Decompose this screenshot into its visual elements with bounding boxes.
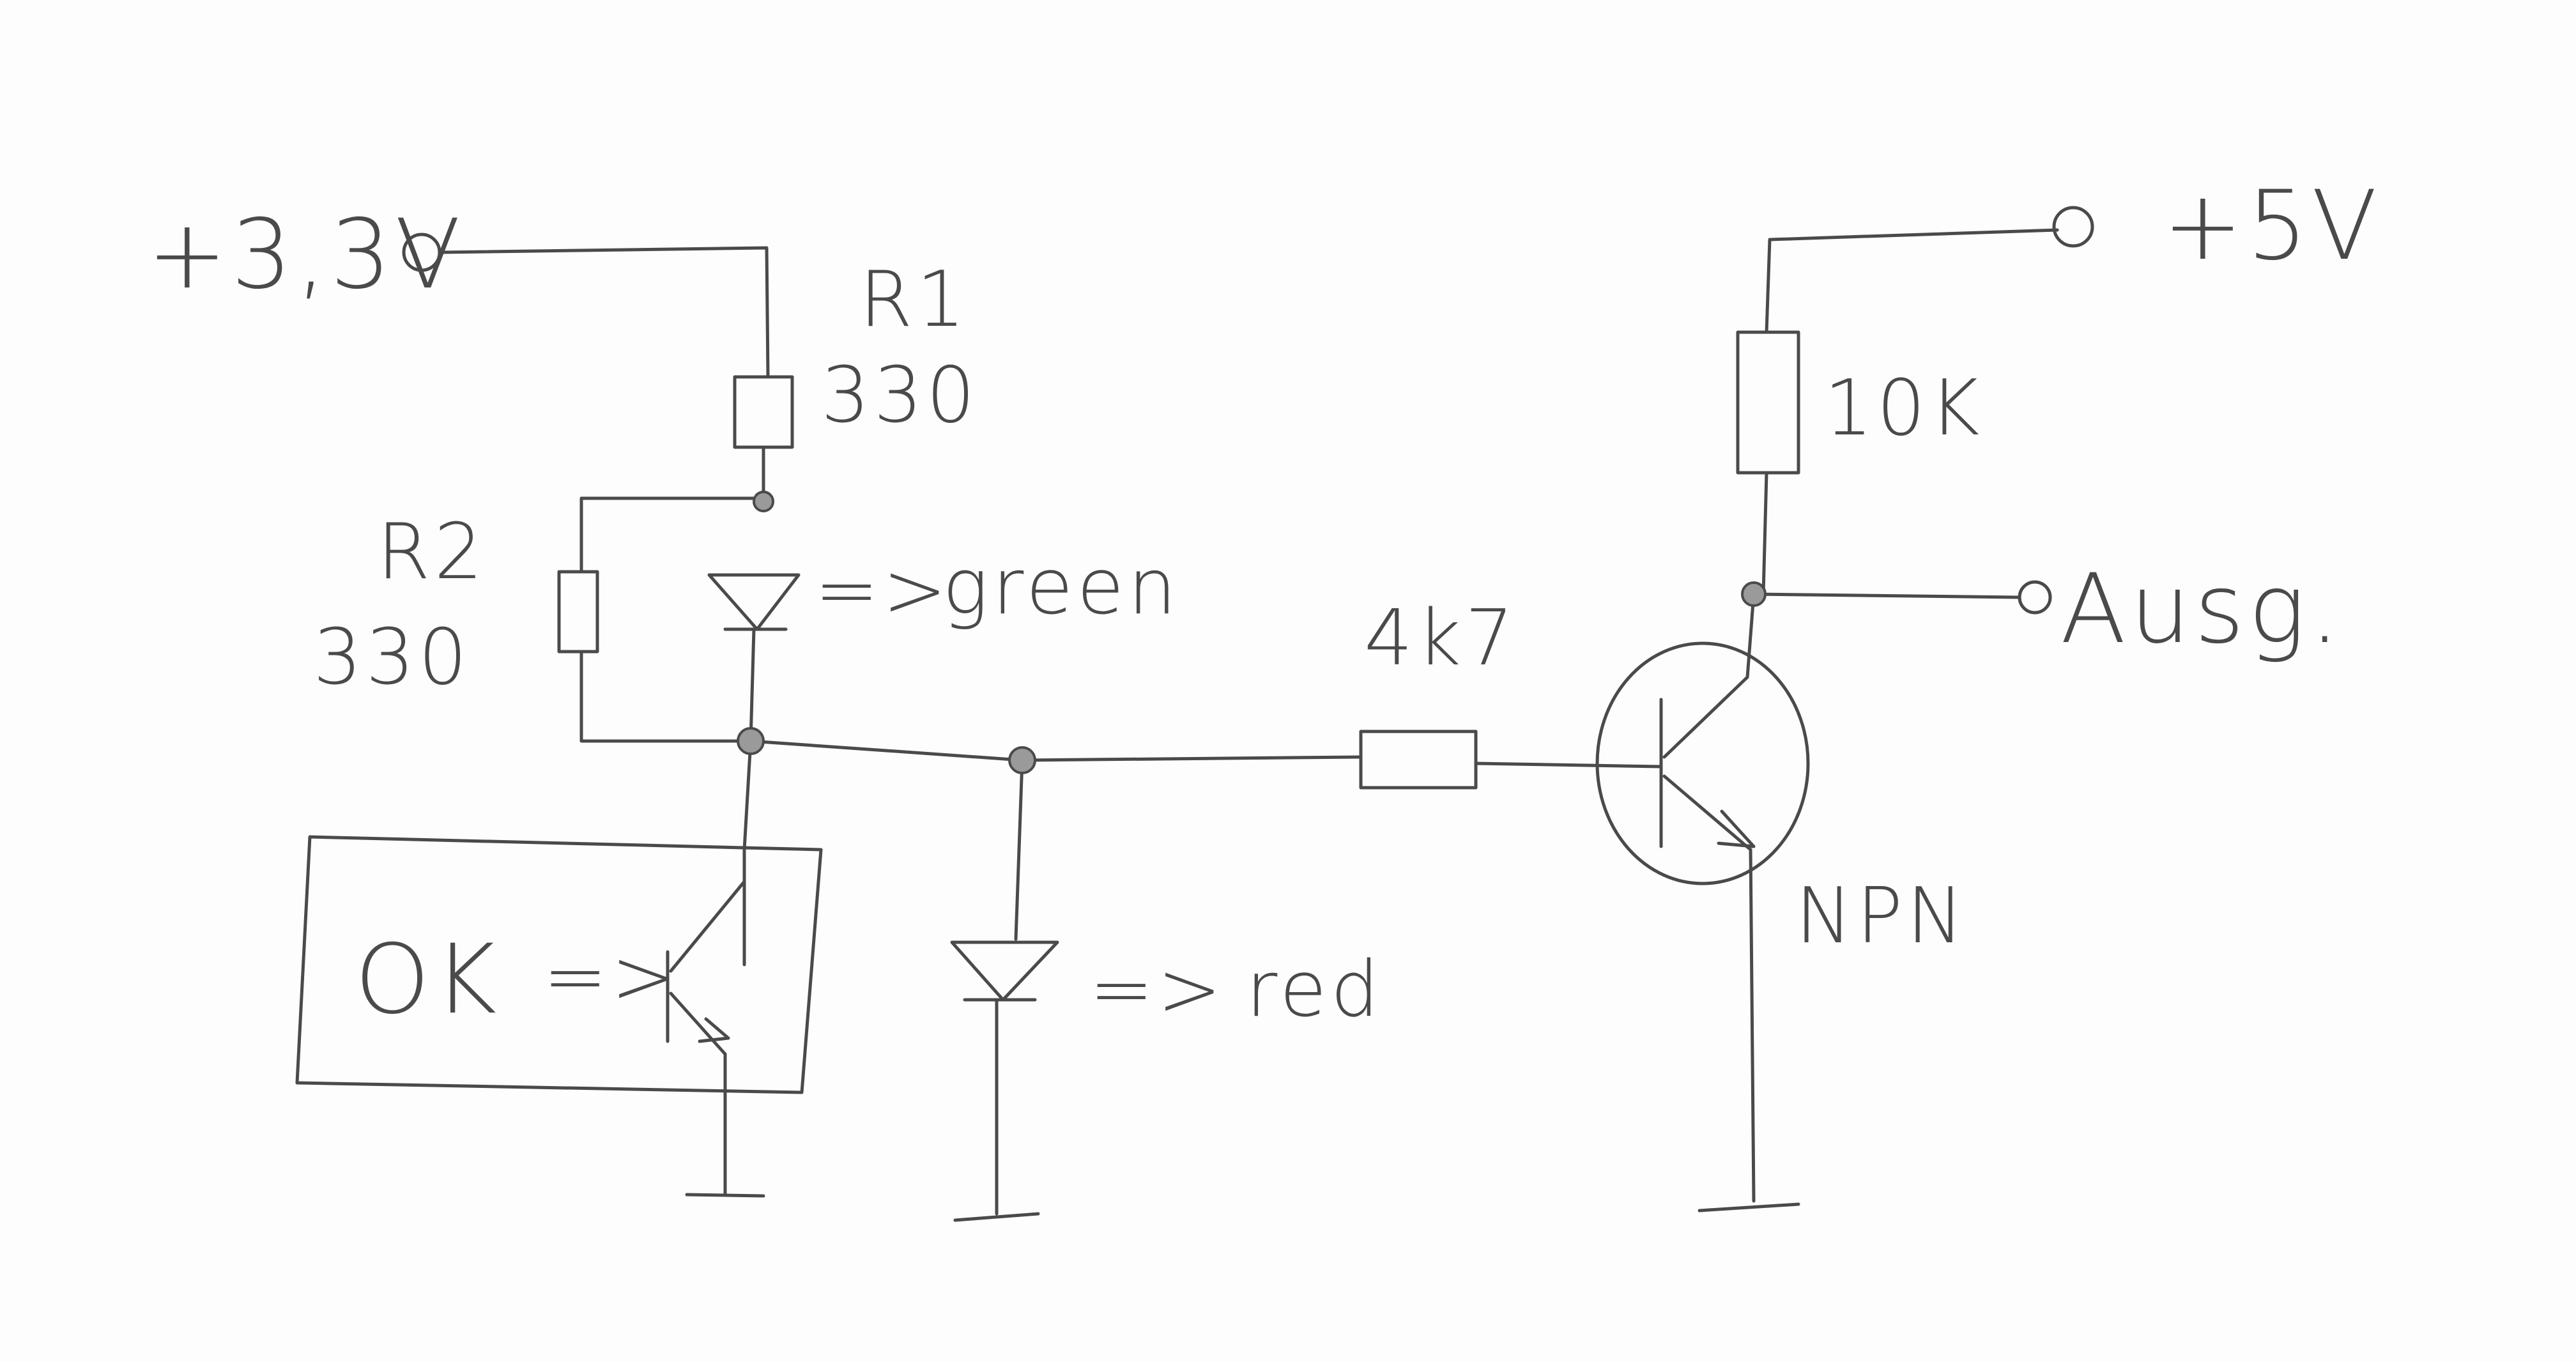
label-r1-name: R1 xyxy=(859,256,969,344)
label-ok: OK xyxy=(355,924,500,1036)
ground-symbol-left xyxy=(685,1193,765,1198)
ok-module-transistor xyxy=(666,880,746,1056)
wire-10k-to-collector xyxy=(1761,471,1768,596)
label-arrow-red: => xyxy=(1089,945,1225,1034)
label-5v: +5V xyxy=(2163,171,2381,282)
label-arrow-ok: => xyxy=(543,933,679,1022)
wire-red-led-up xyxy=(1014,758,1024,941)
ok-module-box xyxy=(295,835,823,1094)
label-r1-value: 330 xyxy=(821,351,979,440)
resistor-r1 xyxy=(733,375,794,449)
junction-red-led xyxy=(1008,746,1036,774)
label-4k7: 4k7 xyxy=(1364,594,1517,683)
npn-transistor-emitter xyxy=(1662,774,1752,852)
npn-transistor xyxy=(1595,641,1810,885)
wire-emitter-down xyxy=(1749,848,1756,1203)
wire-5v-rail xyxy=(1765,228,2059,334)
npn-transistor-body xyxy=(1595,641,1810,885)
label-r2-name: R2 xyxy=(377,508,487,597)
wire-node-to-collector xyxy=(742,739,753,967)
ground-symbol-right xyxy=(1698,1202,1800,1213)
ground-symbol-middle xyxy=(953,1212,1040,1222)
label-output: Ausg. xyxy=(2060,554,2344,665)
junction-r1-led xyxy=(753,491,774,512)
wire-collector-down xyxy=(1745,592,1756,679)
label-green: green xyxy=(942,543,1180,632)
npn-transistor-collector xyxy=(1662,675,1749,759)
wire-r2-loop-top xyxy=(579,496,765,574)
wires xyxy=(439,228,2059,1216)
npn-transistor-emitter-arrow xyxy=(1717,809,1756,848)
terminal-output xyxy=(2018,580,2052,615)
wire-output xyxy=(1752,592,2021,599)
resistor-r2 xyxy=(557,570,599,654)
junction-main-left xyxy=(737,727,765,755)
wire-main-horizontal xyxy=(749,739,1363,762)
label-3v3: +3,3V xyxy=(147,199,464,310)
label-10k: 10K xyxy=(1824,364,1983,453)
junction-collector xyxy=(1741,581,1767,607)
grounds xyxy=(685,1193,1800,1222)
wire-green-led-down xyxy=(749,627,756,743)
wire-4k7-to-base xyxy=(1474,761,1663,769)
wire-3v3-rail xyxy=(439,246,770,379)
label-r2-value: 330 xyxy=(313,613,471,702)
led-red xyxy=(950,940,1059,1002)
resistor-4k7 xyxy=(1359,730,1478,790)
terminal-5v xyxy=(2052,206,2094,248)
led-green xyxy=(707,573,801,631)
junction-nodes xyxy=(737,491,1767,774)
label-arrow-green: => xyxy=(815,546,951,635)
terminal-3v3 xyxy=(402,233,441,272)
label-npn: NPN xyxy=(1795,872,1968,961)
resistor-10k xyxy=(1736,330,1800,475)
wire-r2-loop-bottom xyxy=(579,650,753,743)
label-red: red xyxy=(1246,945,1383,1034)
